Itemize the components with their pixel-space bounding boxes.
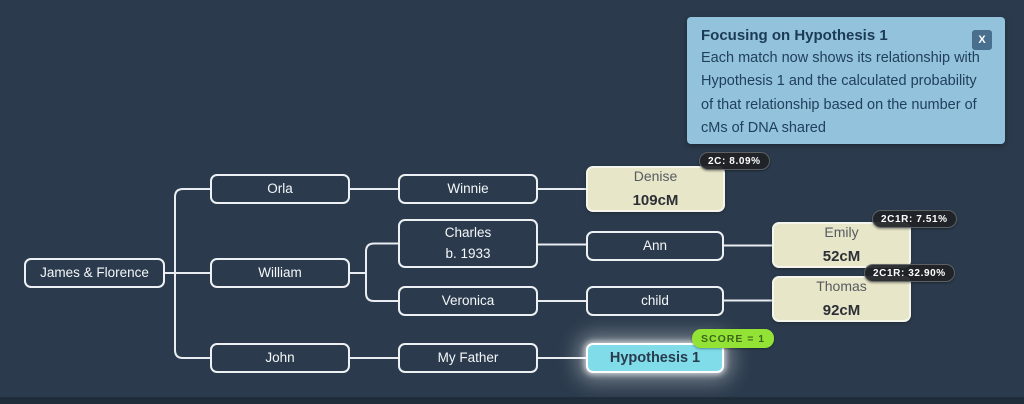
tree-node-orla[interactable]: Orla — [210, 174, 350, 204]
tree-node-william[interactable]: William — [210, 258, 350, 288]
match-shared-cm: 92cM — [822, 301, 861, 319]
tree-node-john[interactable]: John — [210, 343, 350, 373]
match-name: Thomas — [816, 278, 867, 295]
node-label: child — [641, 292, 669, 308]
node-label: Orla — [267, 180, 293, 196]
tree-node-charles[interactable]: Charles b. 1933 — [398, 219, 538, 268]
hypothesis-score-badge: SCORE = 1 — [692, 329, 775, 348]
node-label: Charles — [444, 224, 492, 240]
tree-node-my-father[interactable]: My Father — [398, 343, 538, 373]
tree-node-child[interactable]: child — [586, 286, 724, 316]
node-label: William — [258, 264, 302, 280]
relationship-probability-badge-denise: 2C: 8.09% — [699, 152, 770, 170]
tree-node-hypothesis-1[interactable]: Hypothesis 1 — [586, 343, 724, 373]
node-label: Winnie — [447, 180, 489, 196]
tree-node-match-denise[interactable]: Denise 109cM — [586, 166, 725, 212]
tree-node-james-florence[interactable]: James & Florence — [24, 258, 165, 288]
match-shared-cm: 52cM — [822, 247, 861, 265]
node-label: My Father — [437, 349, 499, 365]
tree-node-ann[interactable]: Ann — [586, 231, 724, 261]
node-label: Hypothesis 1 — [609, 349, 701, 366]
tree-node-match-emily[interactable]: Emily 52cM — [772, 222, 911, 268]
node-label: Ann — [642, 237, 668, 253]
node-label: Veronica — [441, 292, 495, 308]
match-shared-cm: 109cM — [632, 191, 679, 209]
match-name: Emily — [824, 224, 859, 241]
tree-node-match-thomas[interactable]: Thomas 92cM — [772, 276, 911, 322]
node-label: James & Florence — [40, 264, 149, 280]
node-label: John — [265, 349, 295, 365]
tree-node-veronica[interactable]: Veronica — [398, 286, 538, 316]
relationship-probability-badge-emily: 2C1R: 7.51% — [872, 210, 957, 228]
tree-node-winnie[interactable]: Winnie — [398, 174, 538, 204]
focus-info-panel: Focusing on Hypothesis 1 Each match now … — [687, 17, 1005, 144]
info-panel-body: Each match now shows its relationship wi… — [701, 50, 980, 137]
close-icon[interactable]: X — [972, 30, 992, 50]
match-name: Denise — [633, 168, 678, 185]
info-panel-title: Focusing on Hypothesis 1 — [701, 27, 888, 44]
node-sublabel: b. 1933 — [445, 245, 491, 261]
relationship-probability-badge-thomas: 2C1R: 32.90% — [864, 264, 955, 282]
